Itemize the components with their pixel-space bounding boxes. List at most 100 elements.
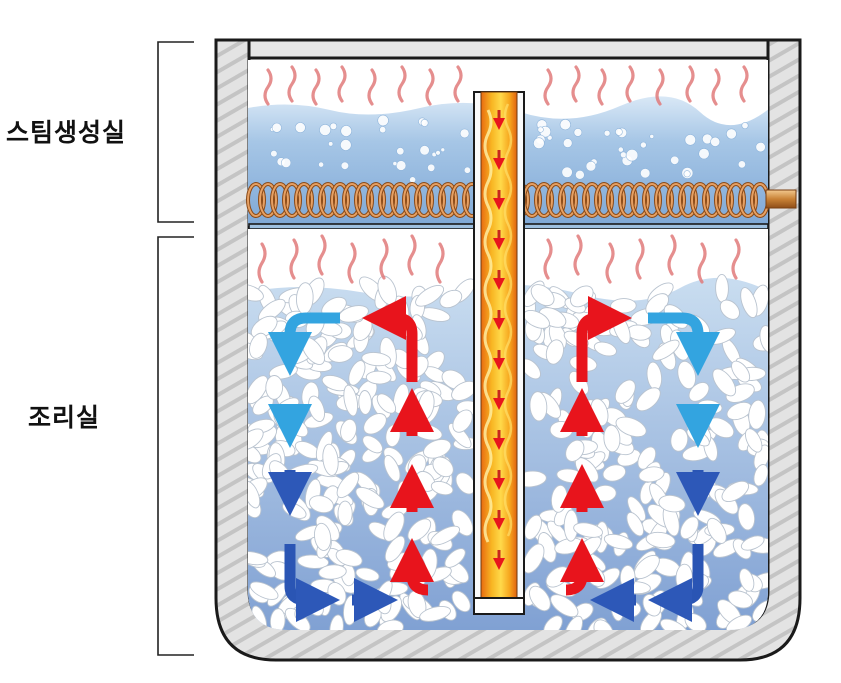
water-bubble	[755, 142, 766, 153]
water-bubble	[575, 170, 585, 180]
coil-turn-highlight	[331, 183, 349, 217]
water-bubble	[340, 125, 353, 137]
water-bubble	[617, 146, 624, 153]
rice-grain	[610, 298, 637, 314]
rice-grain	[524, 514, 542, 540]
water-bubble	[329, 122, 338, 131]
rice-grain	[563, 615, 583, 630]
coil-turn-highlight	[607, 183, 625, 217]
water-bubble	[559, 118, 571, 131]
rice-grain	[603, 424, 621, 453]
coil-turn-highlight	[271, 183, 289, 217]
steam-wave-icon	[605, 242, 615, 284]
water-bubble	[459, 128, 470, 139]
water-bubble	[328, 141, 334, 147]
coil-turn-highlight	[451, 183, 469, 217]
rice-grain	[645, 531, 676, 549]
water-bubble	[318, 161, 324, 168]
rice-grain	[423, 438, 452, 459]
coil-turn-highlight	[391, 183, 409, 217]
rice-grain	[415, 284, 445, 307]
water-bubble	[294, 122, 306, 133]
rice-grain	[432, 456, 454, 478]
rice-grain	[248, 428, 264, 451]
water-bubble	[615, 128, 623, 136]
water-bubble	[427, 163, 436, 172]
rice-grain	[739, 568, 755, 592]
rice-grain	[248, 551, 269, 566]
rice-grain	[265, 375, 284, 400]
cooking-chamber-label: 조리실	[28, 403, 101, 432]
water-bubble	[710, 136, 721, 147]
water-bubble	[620, 151, 627, 159]
water-bubble	[562, 138, 573, 148]
rice-grain	[362, 435, 383, 454]
steam-wave-icon	[425, 68, 435, 106]
rice-grain	[731, 360, 751, 383]
rice-grain	[759, 325, 768, 353]
water-bubble	[409, 176, 416, 184]
coil-turn-highlight	[403, 183, 421, 217]
water-bubble	[340, 161, 350, 170]
steam-chamber-bracket	[157, 41, 194, 223]
rice-grain	[314, 522, 332, 551]
steam-waves-top	[263, 65, 749, 106]
coil-turn-highlight	[631, 183, 649, 217]
coil-turn-highlight	[739, 183, 757, 217]
coil-outlet-pipe	[765, 189, 797, 209]
water-bubble	[396, 147, 405, 156]
coil-turn-highlight	[379, 183, 397, 217]
coil-turn-highlight	[283, 183, 301, 217]
rice-grain	[530, 284, 555, 307]
rice-grain	[679, 516, 699, 540]
rice-grain	[529, 391, 548, 422]
coil-turn-highlight	[727, 183, 745, 217]
rice-grain	[522, 543, 545, 574]
rice-grain	[249, 581, 279, 600]
vessel-lid	[247, 38, 770, 60]
rice-grain	[248, 481, 261, 509]
rice-grain	[603, 533, 634, 550]
arrow-down-blue-icon	[648, 312, 720, 376]
steam-waves-cooking	[257, 234, 741, 284]
rice-grain	[550, 594, 579, 618]
coil-turn-highlight	[295, 183, 313, 217]
heating-rod-icon	[473, 91, 525, 615]
rice-grain	[348, 360, 366, 386]
rice-grain	[336, 471, 360, 499]
steam-wave-icon	[711, 68, 721, 106]
rice-grain	[363, 413, 387, 435]
steam-wave-icon	[597, 68, 607, 106]
steam-wave-icon	[655, 68, 665, 106]
rice-grain	[753, 464, 768, 487]
water-bubble	[603, 129, 611, 137]
rice-grain	[719, 299, 740, 320]
water-bubble	[698, 148, 710, 160]
coil-turn-highlight	[667, 183, 685, 217]
arrow-left-red-icon	[362, 296, 418, 382]
water-bubble	[683, 170, 691, 178]
coil-turn-highlight	[655, 183, 673, 217]
coil-turn-highlight	[259, 183, 277, 217]
rice-grain	[452, 409, 473, 433]
arrow-right-blue-icon	[284, 544, 340, 622]
convection-flow-arrows	[268, 296, 720, 622]
rice-grain	[740, 287, 758, 319]
steam-wave-icon	[397, 65, 407, 103]
water-bubble	[537, 126, 544, 133]
water-bubble	[377, 114, 389, 127]
rice-grain	[340, 418, 357, 442]
coil-turn-highlight	[367, 183, 385, 217]
steam-wave-icon	[731, 238, 741, 280]
rice-grain	[248, 284, 264, 302]
rice-grain	[745, 428, 763, 453]
coil-turn-highlight	[307, 183, 325, 217]
rice-grain	[361, 352, 392, 367]
rice-grain	[737, 503, 756, 531]
rice-grain	[322, 443, 339, 476]
rice-grain	[727, 590, 753, 609]
water-bubble	[270, 150, 278, 158]
coil-turn-highlight	[547, 183, 565, 217]
steam-wave-icon	[317, 234, 327, 276]
